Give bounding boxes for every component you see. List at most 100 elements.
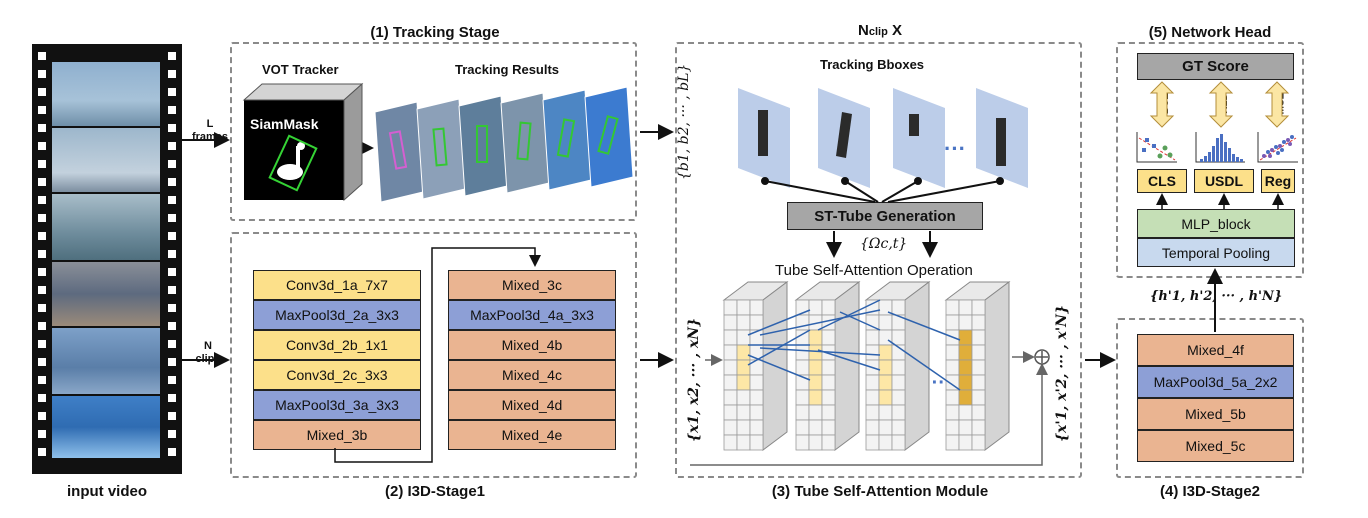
film-hole [168, 340, 176, 348]
hist-bar [1212, 146, 1215, 162]
grid-cell [945, 404, 960, 421]
tracking-frame [542, 89, 592, 191]
st-tube-label: ST-Tube Generation [814, 207, 956, 225]
grid-cell [878, 359, 893, 376]
input-video-caption: input video [67, 483, 147, 500]
reg-scatter-plot [1257, 132, 1298, 163]
grid-cell [891, 419, 906, 436]
attention-ellipsis: ··· [925, 372, 945, 394]
i3d1-connector [334, 247, 541, 463]
grid-side [834, 281, 860, 451]
hist-bar [1224, 142, 1227, 162]
nclip-x: X [887, 22, 902, 39]
bbox-to-st-tube-lines [761, 177, 1004, 203]
i3d-stage1-title: (2) I3D-Stage1 [384, 483, 486, 500]
film-hole [168, 232, 176, 240]
grid-cell [723, 344, 738, 361]
grid-cell [878, 389, 893, 406]
film-hole [168, 106, 176, 114]
bbox-mark [758, 110, 768, 156]
reg-point [1280, 148, 1284, 152]
grid-cell [958, 404, 973, 421]
grid-cell [736, 389, 751, 406]
grid-cell [821, 419, 836, 436]
hist-bar [1220, 134, 1223, 162]
attention-lines [747, 299, 961, 391]
layer-block: MaxPool3d_2a_3x3 [253, 300, 421, 330]
layer-block: Conv3d_2c_3x3 [253, 360, 421, 390]
grid-cell [945, 314, 960, 331]
grid-cell [723, 314, 738, 331]
film-hole [38, 124, 46, 132]
network-head-title: (5) Network Head [1148, 24, 1272, 41]
grid-cell [821, 359, 836, 376]
film-hole [168, 268, 176, 276]
film-hole [38, 412, 46, 420]
grid-cell [878, 314, 893, 331]
bbox-mark [909, 114, 919, 136]
omega-label: {Ωc,t} [860, 236, 908, 252]
film-hole [168, 394, 176, 402]
grid-cell [736, 344, 751, 361]
grid-cell [821, 404, 836, 421]
layer-block: MaxPool3d_4a_3x3 [448, 300, 616, 330]
tracking-frame [584, 86, 634, 188]
reg-point [1270, 148, 1274, 152]
reg-point [1276, 151, 1280, 155]
grid-cell [945, 434, 960, 451]
loss-double-arrows [1149, 81, 1290, 128]
grid-cell [865, 329, 880, 346]
film-hole [38, 376, 46, 384]
feature-grid [944, 281, 1011, 451]
film-strip [32, 44, 182, 474]
grid-cell [891, 329, 906, 346]
grid-cell [736, 374, 751, 391]
film-hole [168, 70, 176, 78]
grid-cell [808, 374, 823, 391]
usdl-box: USDL [1194, 169, 1254, 193]
layer-block: Mixed_4d [448, 390, 616, 420]
film-hole [38, 214, 46, 222]
grid-cell [795, 389, 810, 406]
temporal-pooling-block: Temporal Pooling [1137, 238, 1295, 267]
grid-cell [971, 344, 986, 361]
siammask-label: SiamMask [250, 116, 319, 132]
grid-cell [958, 329, 973, 346]
hist-bar [1228, 148, 1231, 162]
tracking-bboxes-label: Tracking Bboxes [820, 57, 925, 72]
film-hole [38, 358, 46, 366]
nclip-n: N [858, 22, 869, 39]
hist-bar [1208, 152, 1211, 162]
grid-cell [971, 314, 986, 331]
h-set: {h'1, h'2, ··· , h'N} [1150, 289, 1283, 304]
bbox-planes [738, 88, 1028, 188]
hist-bar [1236, 157, 1239, 162]
film-hole [168, 214, 176, 222]
grid-cell [749, 314, 764, 331]
gt-score-label: GT Score [1182, 58, 1249, 75]
grid-cell [821, 299, 836, 316]
reg-point [1278, 144, 1282, 148]
film-hole [38, 142, 46, 150]
grid-cell [945, 419, 960, 436]
grid-cell [865, 344, 880, 361]
n-label: N [204, 340, 212, 352]
film-hole [38, 178, 46, 186]
feature-grid [722, 281, 789, 451]
grid-cell [945, 389, 960, 406]
grid-cell [865, 404, 880, 421]
grid-cell [723, 329, 738, 346]
grid-cell [723, 299, 738, 316]
st-tube-generation-box: ST-Tube Generation [787, 202, 983, 230]
hist-bar [1216, 138, 1219, 162]
grid-cell [958, 419, 973, 436]
grid-cell [891, 404, 906, 421]
grid-cell [795, 434, 810, 451]
film-hole [38, 430, 46, 438]
grid-cell [958, 299, 973, 316]
grid-cell [808, 419, 823, 436]
film-hole [38, 232, 46, 240]
reg-box: Reg [1261, 169, 1295, 193]
tracked-bbox [432, 127, 448, 167]
grid-cell [749, 434, 764, 451]
